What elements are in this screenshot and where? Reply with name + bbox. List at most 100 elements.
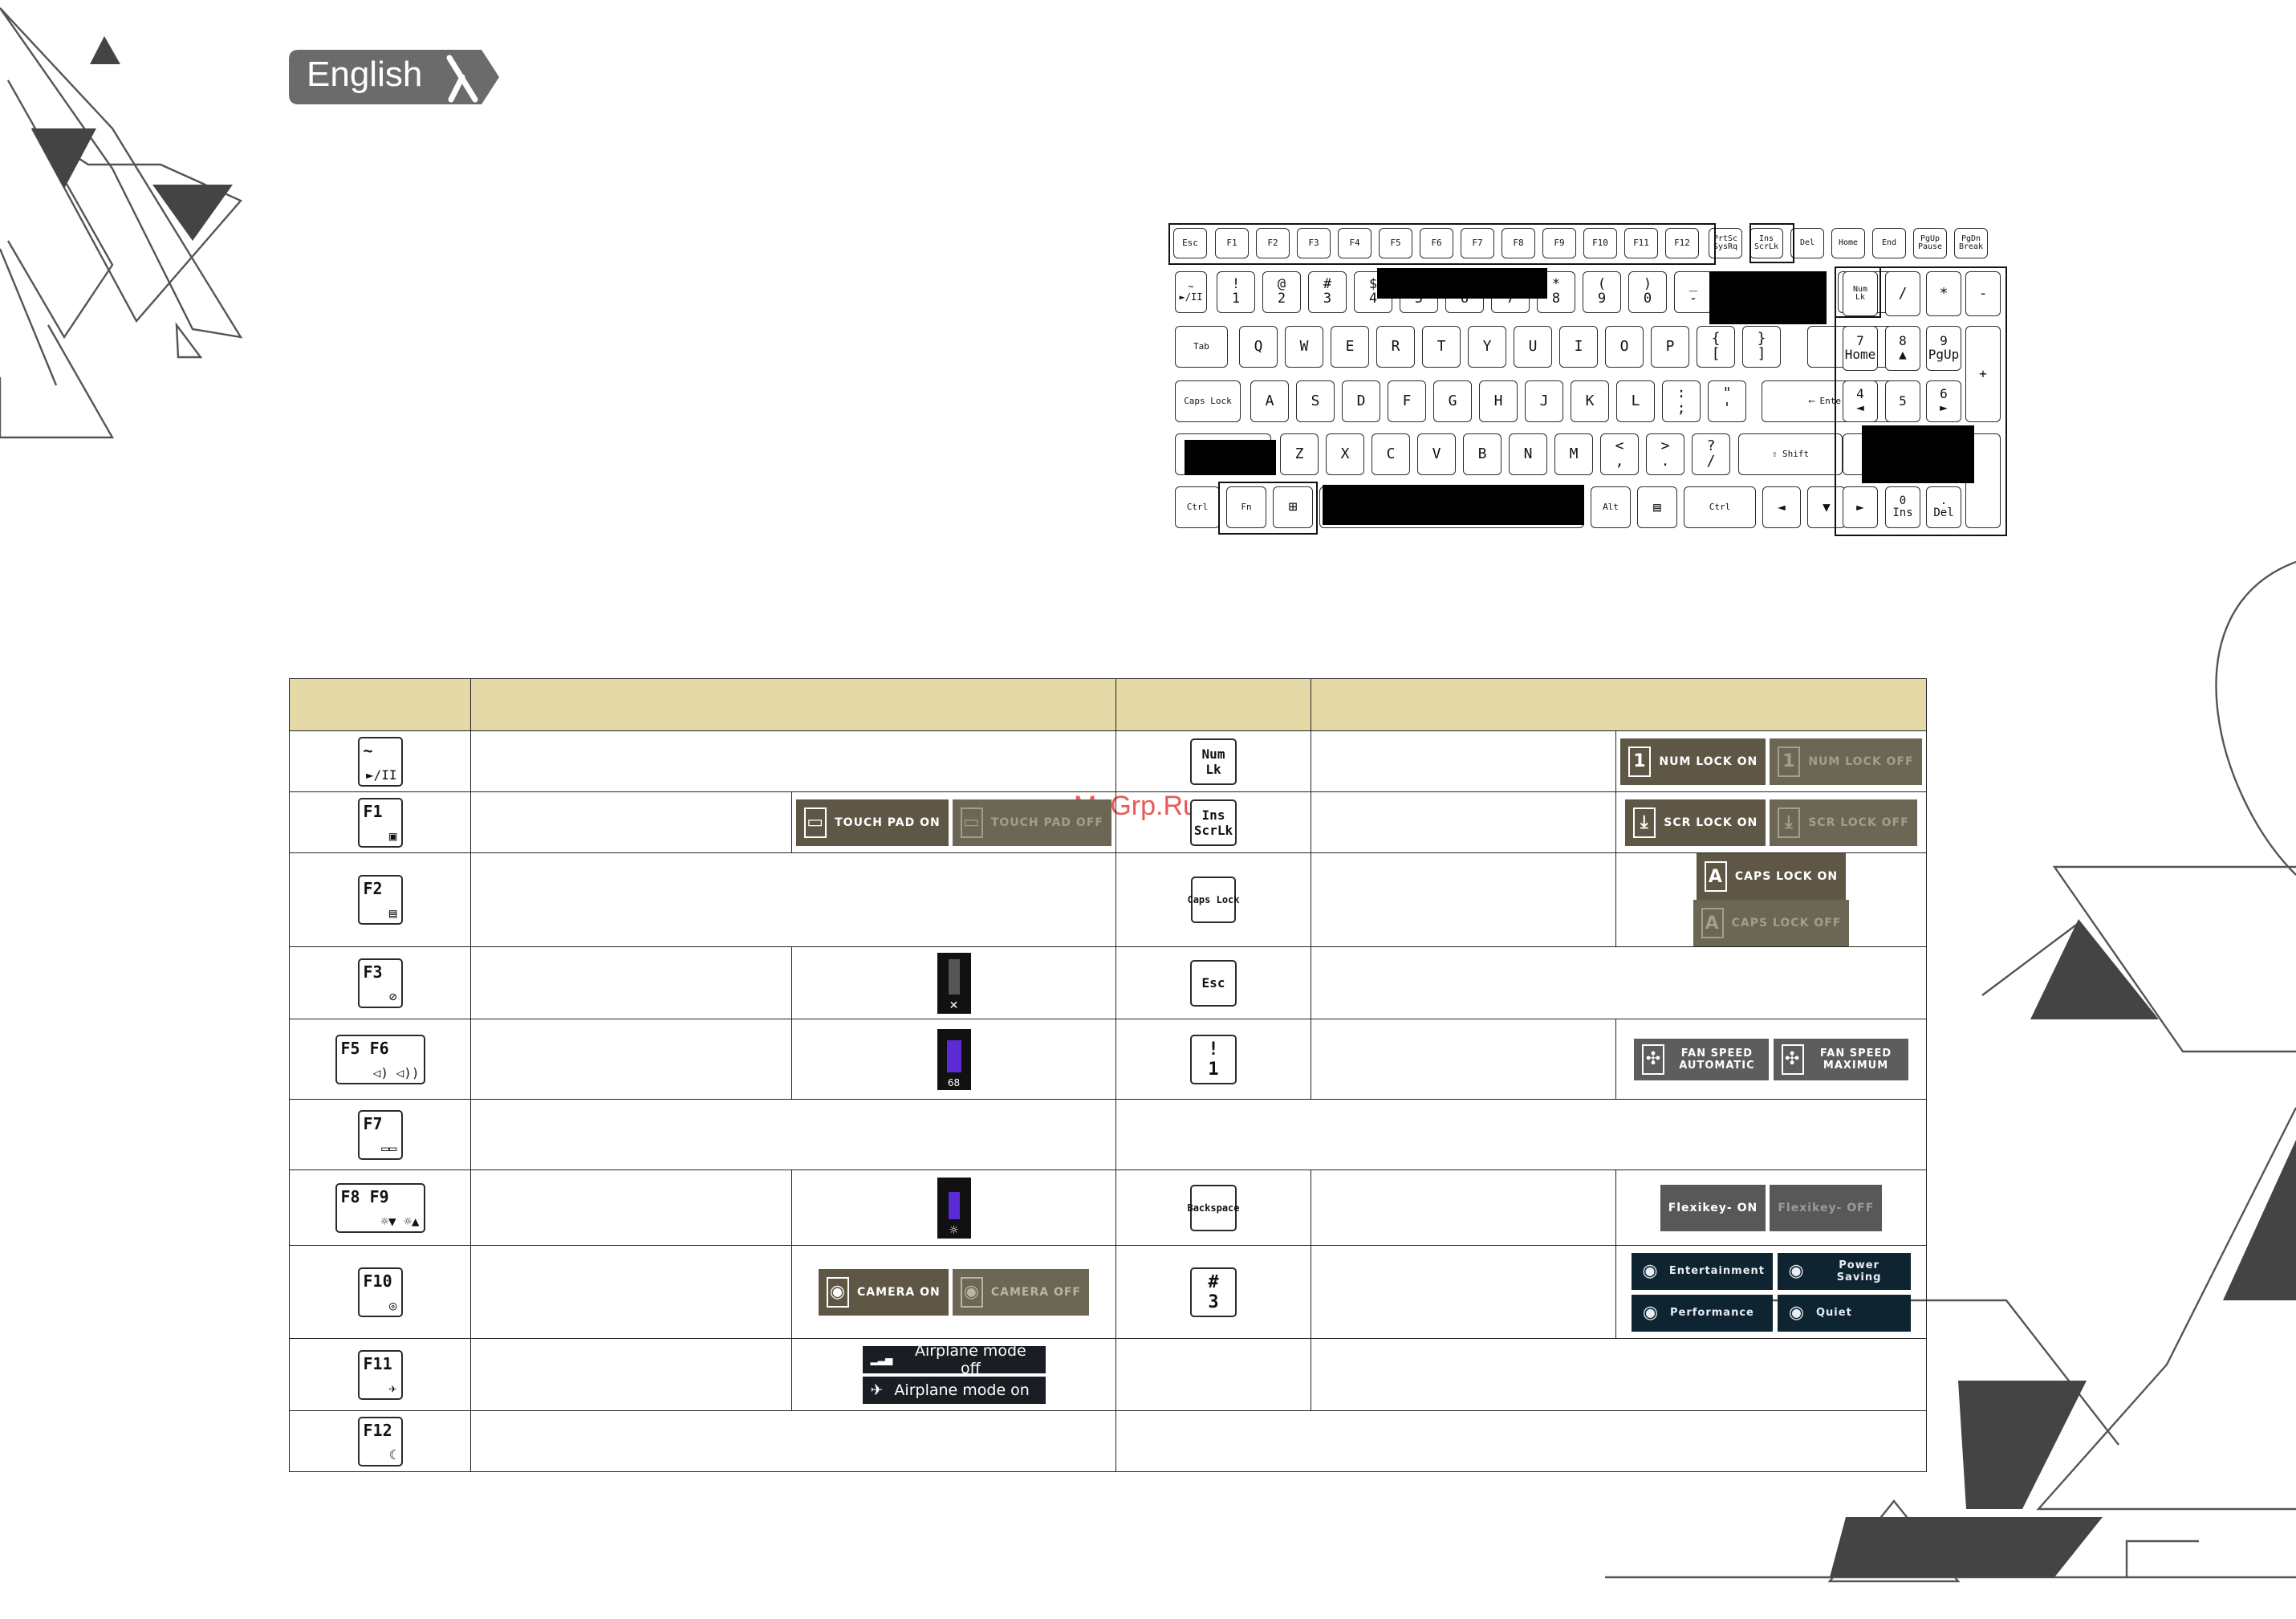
key-cell: F5 F6◁) ◁)) xyxy=(289,1019,471,1100)
description-cell xyxy=(1115,1099,1927,1170)
key-icon-sub: ☼▼ ☼▲ xyxy=(380,1213,420,1229)
fn-row-key: PgUp Pause xyxy=(1913,228,1947,258)
fn-row-key: F6 xyxy=(1420,228,1453,258)
key-icon-main: F12 xyxy=(363,1420,392,1440)
airplane-label: Airplane mode off xyxy=(914,1341,1026,1377)
key-cell: F8 F9☼▼ ☼▲ xyxy=(289,1170,471,1246)
redaction-bar xyxy=(1709,271,1827,324)
right-shift-key: ⇧ Shift xyxy=(1738,433,1843,475)
shift-row-key: < , xyxy=(1600,433,1639,475)
fn-row-key: F12 xyxy=(1665,228,1699,258)
tile-glyph-icon: 1 xyxy=(1628,746,1652,777)
key-cell: F2▤ xyxy=(289,852,471,947)
airplane-off-tile: ▂▃▅ Airplane mode off xyxy=(862,1342,1046,1377)
fn-row-key: F5 xyxy=(1379,228,1412,258)
fn-row-key: F10 xyxy=(1583,228,1617,258)
redaction-bar xyxy=(1377,268,1547,299)
home-row-key: " ' xyxy=(1708,380,1746,422)
key-cell: ! 1 xyxy=(1115,1019,1311,1100)
language-tab: English xyxy=(289,50,499,104)
key-icon-main: Backspace xyxy=(1187,1202,1240,1214)
qwerty-row-key: I xyxy=(1559,326,1598,368)
tile-glyph-icon: A xyxy=(1701,908,1724,938)
touchpad-on-tile: ▭TOUCH PAD ON xyxy=(796,799,949,846)
qwerty-row-key: W xyxy=(1285,326,1323,368)
key-icon-sub: ☾ xyxy=(388,1446,397,1462)
key-cell: F1▣ xyxy=(289,791,471,853)
number-row-key: _ - xyxy=(1674,271,1713,313)
shift-row-key: M xyxy=(1554,433,1593,475)
tile-glyph-icon: ⤓ xyxy=(1633,807,1656,838)
key-icon-main: Caps Lock xyxy=(1187,894,1240,905)
tile-label: Performance xyxy=(1670,1307,1754,1319)
highlight-box xyxy=(1835,266,2007,536)
power-mode-tile: ◉Entertainment xyxy=(1632,1252,1773,1290)
power-mode-tile: ◉ Performance xyxy=(1632,1294,1773,1332)
table-row: F10◎◉CAMERA ON ◉CAMERA OFF# 3◉Entertainm… xyxy=(289,1245,1927,1339)
tile-label: NUM LOCK OFF xyxy=(1808,755,1914,768)
tile-label: FAN SPEED MAXIMUM xyxy=(1819,1047,1892,1072)
description-cell xyxy=(470,730,1116,792)
description-cell xyxy=(1311,1019,1616,1100)
table-header-row xyxy=(289,678,1927,731)
qwerty-row-key: } ] xyxy=(1742,326,1781,368)
tile-glyph-icon: ◉ xyxy=(1642,1303,1660,1323)
tile-label: SCR LOCK ON xyxy=(1664,816,1758,829)
indicator-cell: 68 xyxy=(791,1019,1116,1100)
description-cell xyxy=(470,946,792,1019)
tile-glyph-icon: ◉ xyxy=(960,1276,983,1308)
fn-row-key: F9 xyxy=(1542,228,1576,258)
lock-on-tile: ⤓ SCR LOCK ON xyxy=(1625,799,1766,846)
tile-label: TOUCH PAD ON xyxy=(835,816,941,829)
qwerty-row-key: R xyxy=(1376,326,1415,368)
key-cell: Ins ScrLk xyxy=(1115,791,1311,853)
home-row-key: J xyxy=(1525,380,1563,422)
power-mode-tile: ◉Power Saving xyxy=(1778,1252,1911,1290)
qwerty-row-key: P xyxy=(1651,326,1689,368)
key-icon: F5 F6◁) ◁)) xyxy=(335,1034,425,1084)
home-row-key: : ; xyxy=(1662,380,1701,422)
arrow-left-key: ◄ xyxy=(1762,486,1801,528)
key-icon: Caps Lock xyxy=(1187,877,1240,923)
home-row-key: K xyxy=(1571,380,1609,422)
signal-icon: ▂▃▅ xyxy=(870,1353,893,1365)
qwerty-row-key: U xyxy=(1514,326,1552,368)
key-icon-sub: ◎ xyxy=(388,1297,397,1313)
tile-label: Flexikey- ON xyxy=(1668,1201,1758,1214)
airplane-icon: ✈ xyxy=(870,1381,884,1399)
power-mode-grid: ◉Entertainment◉Power Saving◉Performance◉… xyxy=(1616,1252,1926,1332)
mute-icon: ✕ xyxy=(949,999,959,1012)
key-icon-main: F11 xyxy=(363,1353,392,1373)
key-icon-main: F7 xyxy=(363,1113,383,1133)
numpad-key: 8 ▲ xyxy=(1885,326,1920,371)
key-icon: ~►/II xyxy=(357,736,403,787)
header-cell xyxy=(1115,678,1311,731)
volume-fill xyxy=(946,1039,961,1072)
indicator-cell: ✣FAN SPEED AUTOMATIC ✣FAN SPEED MAXIMUM xyxy=(1615,1019,1927,1100)
tile-glyph-icon: ◉ xyxy=(1642,1261,1659,1281)
tile-label: Flexikey- OFF xyxy=(1778,1201,1875,1214)
key-cell xyxy=(1115,1338,1311,1411)
qwerty-row-key: Y xyxy=(1468,326,1506,368)
key-icon-main: ~ xyxy=(363,740,373,760)
description-cell xyxy=(470,1170,792,1246)
table-row: F12 ☾ xyxy=(289,1410,1927,1472)
fn-row-key: Esc xyxy=(1173,228,1207,258)
fn-key: Fn xyxy=(1226,486,1266,528)
key-icon-main: F5 F6 xyxy=(340,1038,389,1058)
fn-row-key: F3 xyxy=(1297,228,1331,258)
indicator-cell: ▂▃▅Airplane mode off✈Airplane mode on xyxy=(791,1338,1116,1411)
lock-off-tile: A CAPS LOCK OFF xyxy=(1693,900,1850,946)
numpad-key: / xyxy=(1885,271,1920,316)
lock-off-tile: ⤓SCR LOCK OFF xyxy=(1770,799,1917,846)
description-cell xyxy=(470,1019,792,1100)
tile-label: CAPS LOCK OFF xyxy=(1731,917,1842,930)
key-icon-main: Esc xyxy=(1201,975,1225,991)
description-cell xyxy=(1311,730,1616,792)
